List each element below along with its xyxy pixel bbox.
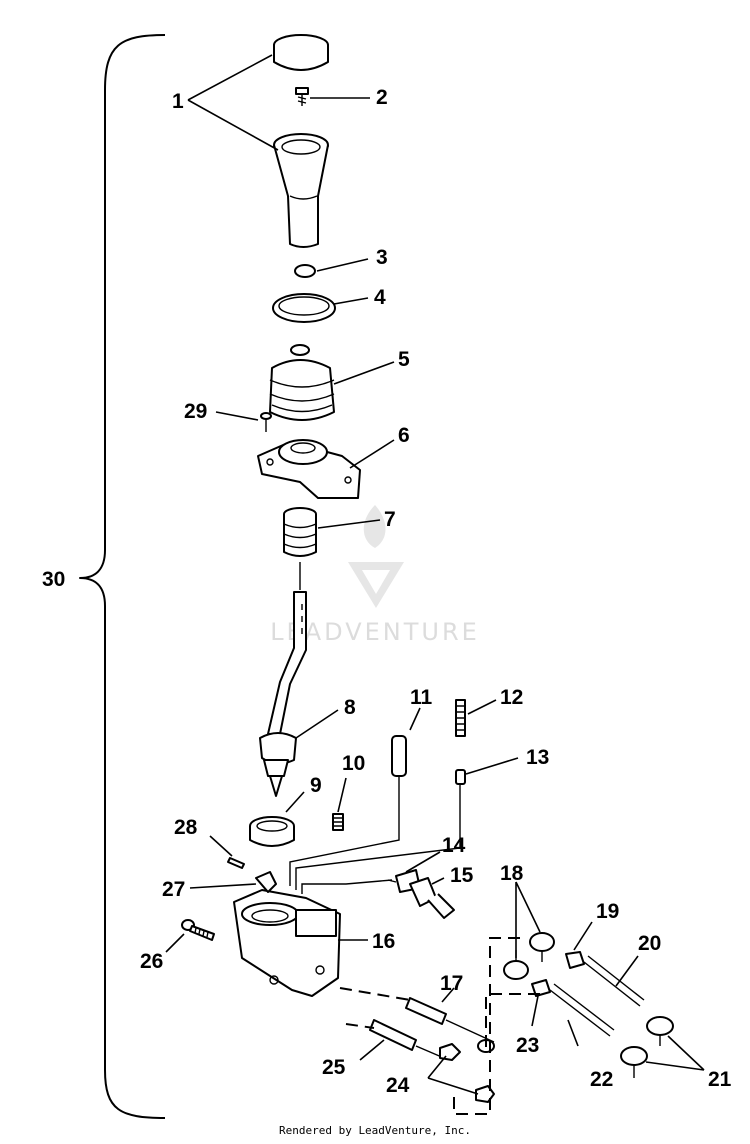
part-11-pin bbox=[391, 735, 407, 836]
part-19-jam-nut bbox=[565, 951, 585, 969]
part-27-detent bbox=[255, 871, 277, 893]
callout-18: 18 bbox=[500, 862, 524, 885]
part-5-boot bbox=[269, 344, 335, 421]
callout-5: 5 bbox=[398, 348, 410, 371]
callout-26: 26 bbox=[140, 950, 163, 973]
part-25-shift-rod bbox=[369, 1019, 445, 1059]
callout-14: 14 bbox=[442, 834, 466, 857]
part-21-rod-ends bbox=[620, 1016, 674, 1078]
part-16-housing bbox=[233, 889, 341, 997]
callout-9: 9 bbox=[310, 774, 322, 797]
part-18-ball-joints bbox=[503, 932, 555, 980]
callout-3: 3 bbox=[376, 246, 388, 269]
callout-23: 23 bbox=[516, 1034, 539, 1057]
callout-13: 13 bbox=[526, 746, 549, 769]
callout-20: 20 bbox=[638, 932, 661, 955]
part-7-spring bbox=[283, 507, 317, 557]
footer-credit: Rendered by LeadVenture, Inc. bbox=[278, 1124, 472, 1137]
part-20-tie-rod bbox=[583, 955, 645, 1007]
part-13-plunger bbox=[455, 769, 466, 785]
callout-22: 22 bbox=[590, 1068, 613, 1091]
part-22-tie-rod bbox=[549, 983, 615, 1037]
part-28-pin bbox=[227, 857, 245, 869]
part-4-seal-ring bbox=[272, 293, 336, 323]
part-15-switch-connector bbox=[409, 877, 455, 919]
part-6-mounting-plate bbox=[257, 439, 361, 499]
part-1-shift-knob bbox=[273, 34, 329, 248]
callout-2: 2 bbox=[376, 86, 388, 109]
callout-29: 29 bbox=[184, 400, 207, 423]
watermark-flame-icon bbox=[363, 505, 386, 548]
callout-30: 30 bbox=[42, 568, 65, 591]
assembly-brace bbox=[79, 34, 166, 1119]
part-26-bolt bbox=[181, 919, 215, 941]
callout-16: 16 bbox=[372, 930, 395, 953]
callout-4: 4 bbox=[374, 286, 386, 309]
callout-17: 17 bbox=[440, 972, 463, 995]
callout-10: 10 bbox=[342, 752, 365, 775]
callout-21: 21 bbox=[708, 1068, 732, 1091]
part-2-screw bbox=[295, 87, 309, 106]
part-8-shift-lever bbox=[259, 562, 307, 797]
callout-1: 1 bbox=[172, 90, 184, 113]
part-23-jam-nut bbox=[531, 979, 551, 997]
callout-25: 25 bbox=[322, 1056, 346, 1079]
assembly-guide-lines bbox=[289, 784, 461, 894]
callout-6: 6 bbox=[398, 424, 410, 447]
part-9-collar bbox=[249, 816, 295, 847]
callout-8: 8 bbox=[344, 696, 356, 719]
callout-11: 11 bbox=[410, 686, 433, 709]
part-12-stud bbox=[455, 699, 466, 737]
callout-labels: 1 2 3 4 5 6 7 8 9 10 11 12 13 14 15 16 1… bbox=[42, 86, 732, 1097]
part-10-spring bbox=[332, 813, 344, 831]
leader-lines bbox=[165, 54, 705, 1095]
callout-19: 19 bbox=[596, 900, 619, 923]
callout-12: 12 bbox=[500, 686, 523, 709]
part-29-screw bbox=[260, 412, 272, 432]
callout-24: 24 bbox=[386, 1074, 410, 1097]
callout-15: 15 bbox=[450, 864, 474, 887]
callout-27: 27 bbox=[162, 878, 185, 901]
linkage-dashed-lines bbox=[339, 937, 540, 1115]
watermark-v-icon bbox=[348, 562, 404, 608]
part-3-ring bbox=[294, 264, 316, 278]
callout-28: 28 bbox=[174, 816, 198, 839]
callout-7: 7 bbox=[384, 508, 396, 531]
